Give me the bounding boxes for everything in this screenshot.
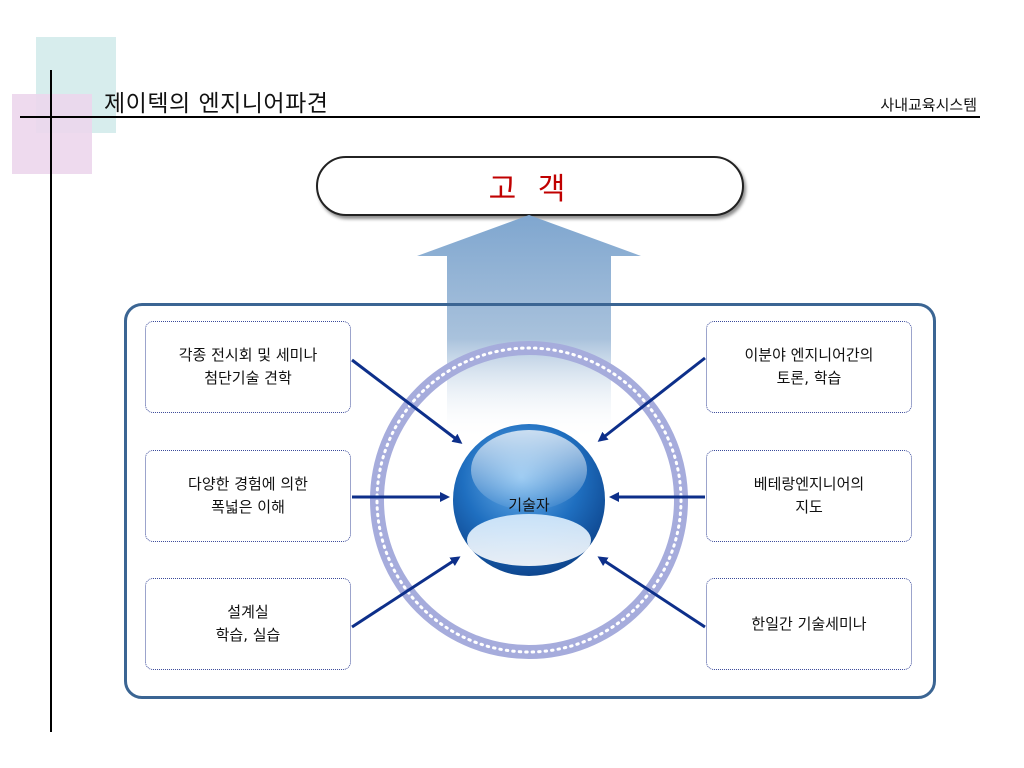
diagram-frame (124, 303, 936, 699)
source-left-2-line2: 폭넓은 이해 (211, 498, 285, 516)
deco-pink-square (12, 94, 92, 174)
horizontal-rule (20, 116, 980, 118)
slide-title: 제이텍의 엔지니어파견 (104, 91, 329, 117)
source-right-1-line2: 토론, 학습 (776, 369, 842, 387)
vertical-rule (50, 70, 52, 732)
source-left-2-line1: 다양한 경험에 의한 (188, 475, 308, 493)
ring-dots (375, 346, 683, 654)
tech-label: 기술자 (508, 496, 550, 514)
source-box-right-2: 베테랑엔지니어의 지도 (706, 450, 912, 542)
customer-box: 고 객 (316, 156, 744, 216)
source-right-1-line1: 이분야 엔지니어간의 (744, 346, 874, 364)
source-box-right-3: 한일간 기술세미나 (706, 578, 912, 670)
source-left-1-line2: 첨단기술 견학 (204, 369, 292, 387)
source-right-2-line1: 베테랑엔지니어의 (753, 475, 865, 493)
arrow-right-bottom (597, 556, 706, 629)
source-box-left-3: 설계실 학습, 실습 (145, 578, 351, 670)
source-box-left-1: 각종 전시회 및 세미나 첨단기술 견학 (145, 321, 351, 413)
source-right-3-line1: 한일간 기술세미나 (751, 614, 867, 633)
arrow-left-top (351, 358, 463, 444)
source-left-1-line1: 각종 전시회 및 세미나 (178, 346, 318, 364)
source-left-3-line1: 설계실 (227, 603, 269, 621)
source-box-left-2: 다양한 경험에 의한 폭넓은 이해 (145, 450, 351, 542)
tech-sphere (453, 424, 605, 576)
slide-subtitle: 사내교육시스템 (880, 96, 977, 114)
arrow-left-bottom (351, 556, 461, 629)
source-right-2-line2: 지도 (795, 498, 823, 516)
upward-arrow (417, 215, 641, 440)
source-left-3-line2: 학습, 실습 (215, 626, 281, 644)
arrow-right-top (597, 356, 706, 442)
source-box-right-1: 이분야 엔지니어간의 토론, 학습 (706, 321, 912, 413)
